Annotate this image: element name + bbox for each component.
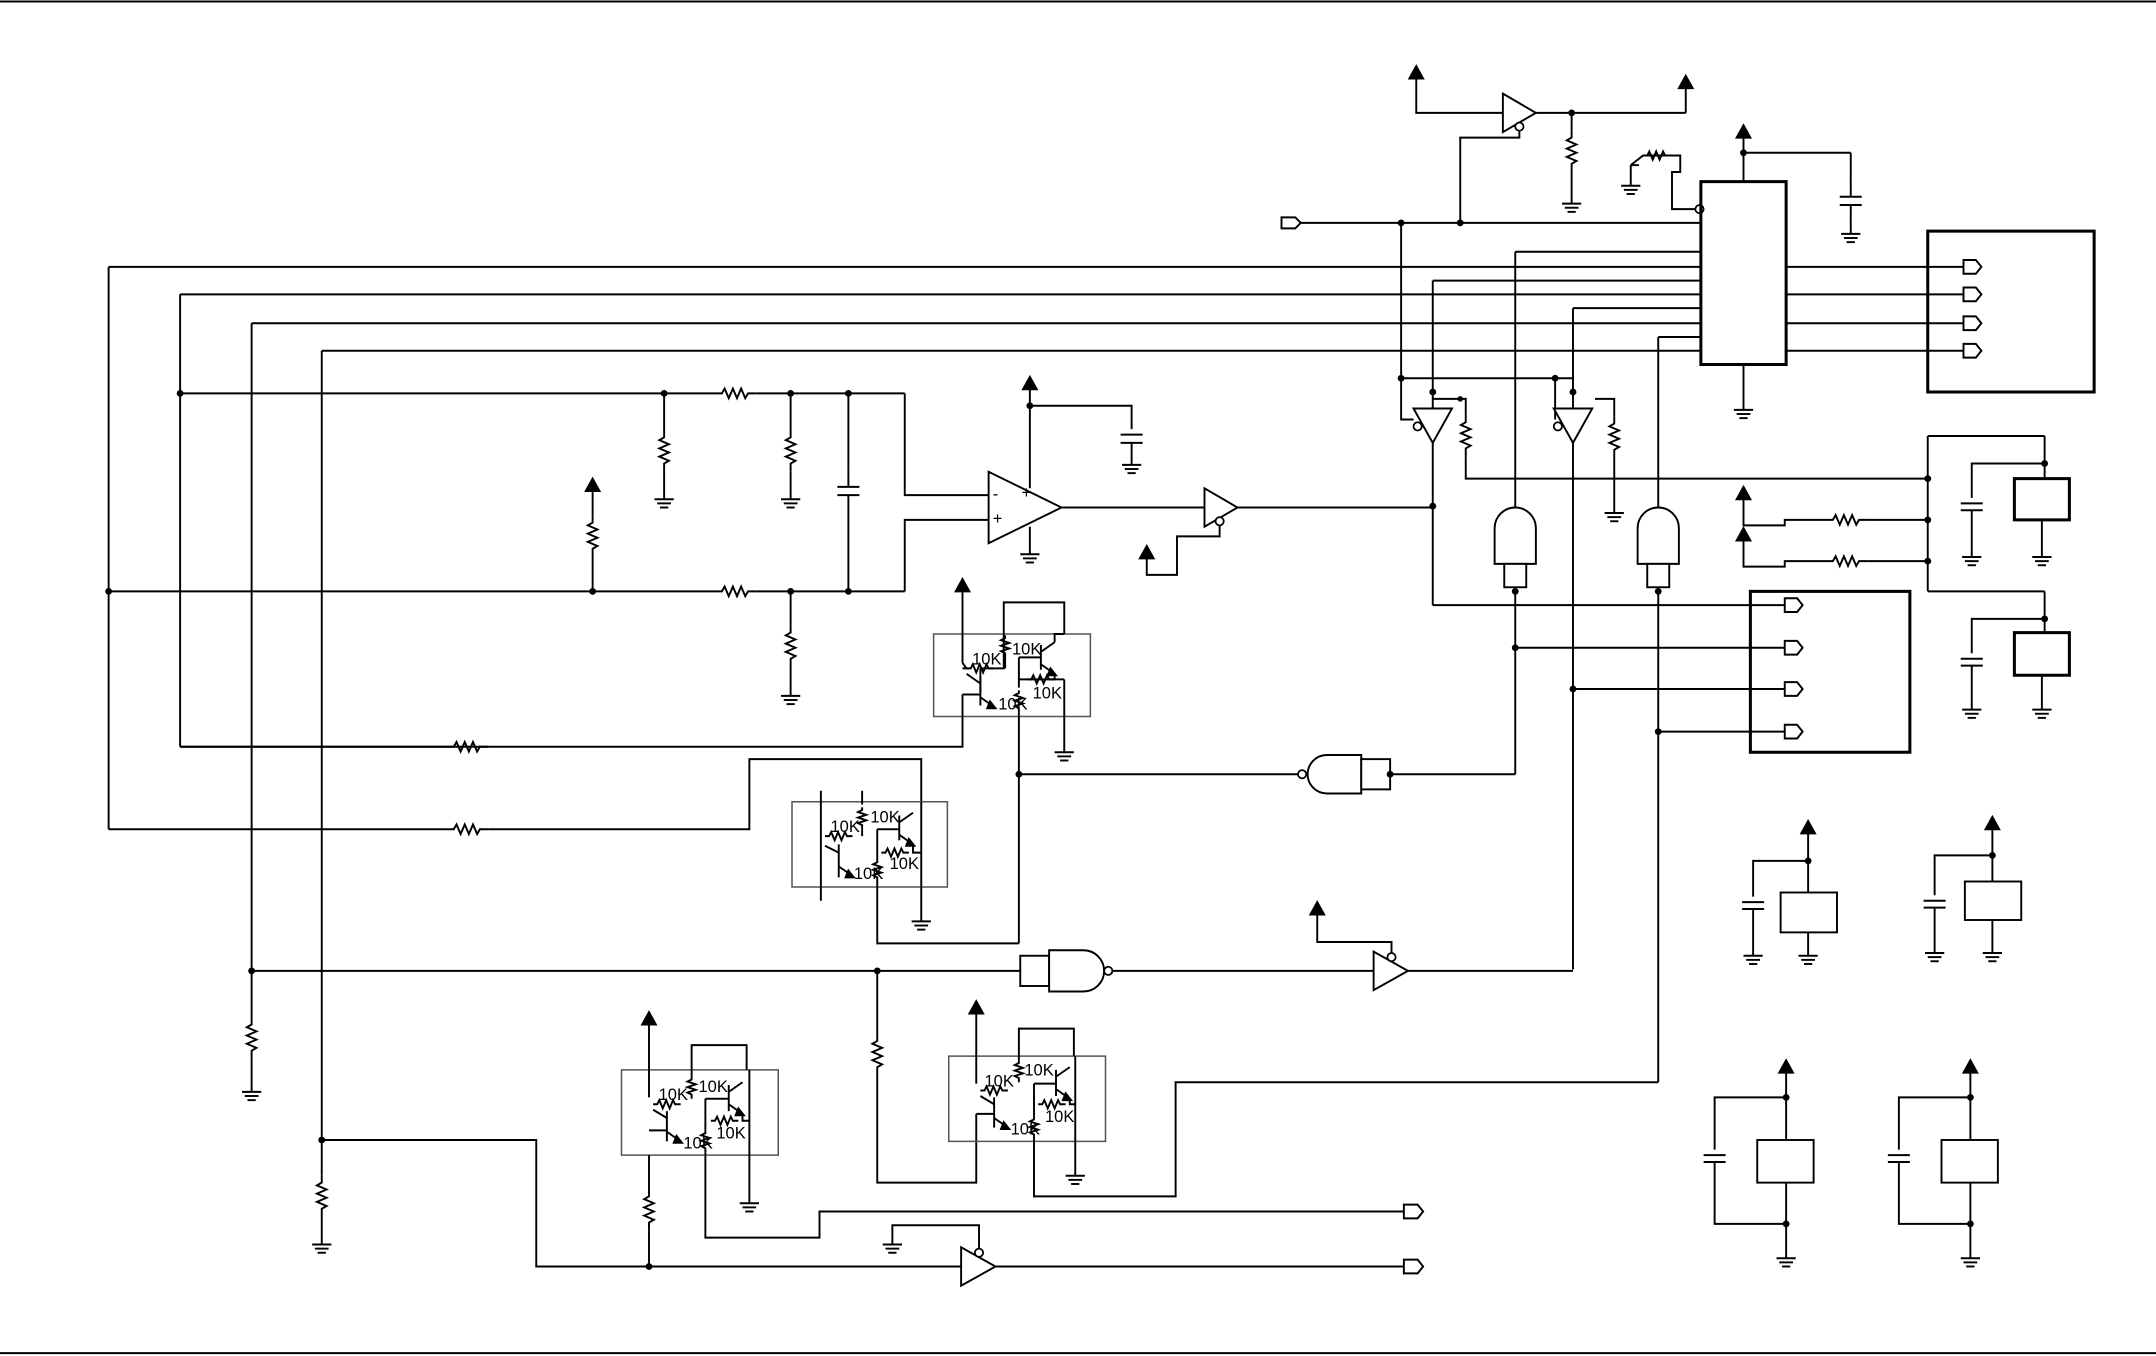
resistor-label: 10K bbox=[972, 650, 1001, 668]
resistor-label: 10K bbox=[1011, 1121, 1040, 1139]
resistor-label: 10K bbox=[716, 1125, 745, 1143]
resistor-label: 10K bbox=[890, 855, 919, 873]
transistor-module-3: 10K 10K 10K 10K bbox=[321, 1011, 1425, 1288]
regulator-modules bbox=[1703, 815, 2023, 1268]
resistor-label: 10K bbox=[998, 696, 1027, 714]
main-ic bbox=[108, 124, 1967, 420]
filter-network bbox=[108, 387, 989, 706]
transistor-module-2: 10K 10K 10K 10K bbox=[108, 740, 1019, 945]
resistor-label: 10K bbox=[683, 1134, 712, 1152]
resistor-label: 10K bbox=[854, 865, 883, 883]
nand-gate-1 bbox=[1297, 754, 1516, 795]
resistor-label: 10K bbox=[1012, 641, 1041, 659]
opamp: - + + bbox=[987, 375, 1433, 576]
top-buffer-section bbox=[1280, 65, 1705, 230]
left-buses bbox=[105, 266, 333, 1254]
resistor-label: 10K bbox=[1033, 685, 1062, 703]
resistor-label: 10K bbox=[1045, 1108, 1074, 1126]
and-gates bbox=[1432, 506, 1788, 1083]
opamp-supply-plus: + bbox=[1022, 484, 1032, 502]
resistor-label: 10K bbox=[985, 1072, 1014, 1090]
resistor-label: 10K bbox=[659, 1086, 688, 1104]
resistor-label: 10K bbox=[870, 808, 899, 826]
opamp-minus-sign: - bbox=[993, 485, 999, 503]
transistor-module-1: 10K 10K 10K 10K bbox=[180, 578, 1300, 944]
transistor-module-4: 10K 10K 10K 10K bbox=[947, 1000, 1659, 1198]
output-connector-middle bbox=[1748, 589, 1912, 754]
right-modules-top bbox=[1735, 435, 2071, 719]
resistor-label: 10K bbox=[831, 818, 860, 836]
resistor-label: 10K bbox=[699, 1078, 728, 1096]
output-connector-top bbox=[1926, 229, 2096, 394]
opamp-plus-sign: + bbox=[993, 510, 1003, 528]
nand-gate-2 bbox=[251, 901, 1573, 1184]
ic-bus-lines bbox=[1397, 222, 1928, 970]
resistor-label: 10K bbox=[1024, 1061, 1053, 1079]
